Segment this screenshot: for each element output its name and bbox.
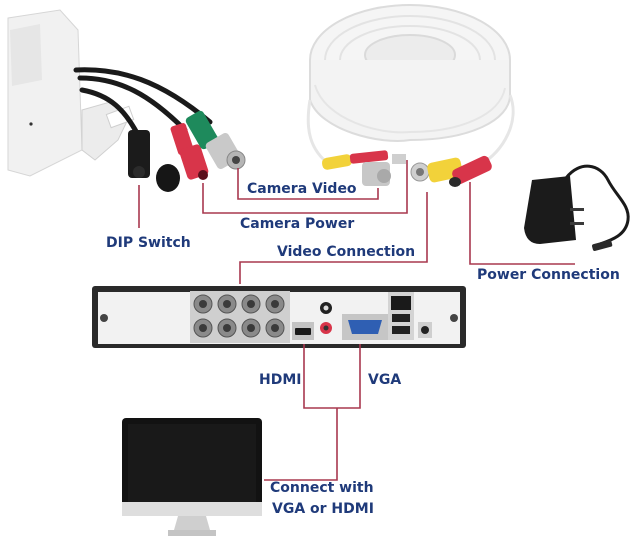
monitor <box>122 418 262 536</box>
ethernet-port <box>391 296 411 310</box>
bnc-input-pin <box>247 324 255 332</box>
label-connect-line2: VGA or HDMI <box>272 501 374 517</box>
label-vga: VGA <box>368 372 402 388</box>
hdmi-port <box>295 328 311 335</box>
usb-port-2 <box>392 326 410 334</box>
label-camera-power: Camera Power <box>240 216 355 232</box>
dip-switch-connector <box>128 130 180 192</box>
label-connect-line1: Connect with <box>270 480 374 496</box>
label-video-connection: Video Connection <box>277 244 416 260</box>
bnc-input-pin <box>223 300 231 308</box>
camera-cables <box>73 67 213 138</box>
label-camera-video: Camera Video <box>247 181 357 197</box>
vga-port <box>348 320 382 334</box>
dvr-recorder <box>92 286 466 348</box>
bnc-input-pin <box>223 324 231 332</box>
camera-power-plug <box>170 123 209 180</box>
label-power-connection: Power Connection <box>477 267 620 283</box>
coil-connectors <box>321 150 492 187</box>
bnc-input-pin <box>199 324 207 332</box>
bnc-input-pin <box>271 300 279 308</box>
bnc-input-pin <box>271 324 279 332</box>
bnc-input-grid <box>193 294 285 338</box>
label-dip-switch: DIP Switch <box>106 235 191 251</box>
leader-lines <box>138 160 575 481</box>
label-hdmi: HDMI <box>259 372 302 388</box>
siamese-cable-coil <box>306 4 515 167</box>
usb-port-1 <box>392 314 410 322</box>
dc-power-port <box>421 326 429 334</box>
camera-video-bnc <box>185 110 246 170</box>
bnc-input-pin <box>247 300 255 308</box>
pinhole-camera <box>7 9 135 177</box>
power-adapter <box>524 164 630 252</box>
bnc-input-pin <box>199 300 207 308</box>
